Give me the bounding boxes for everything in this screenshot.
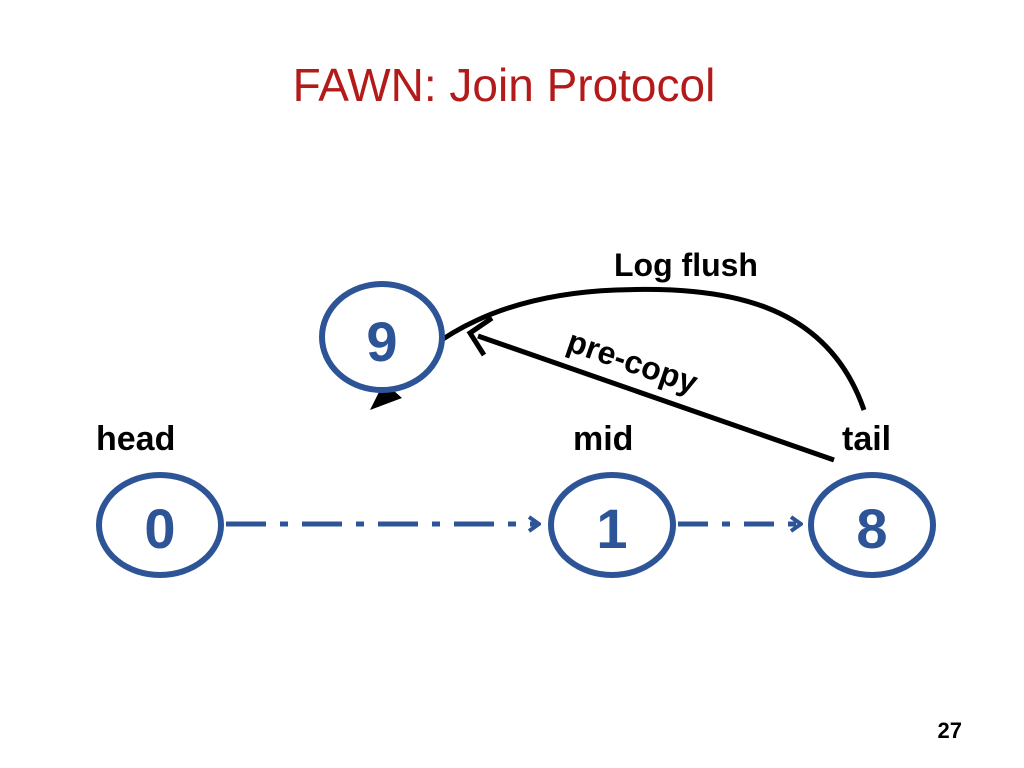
node-0-label: 0 (144, 497, 175, 560)
tail-label: tail (842, 420, 891, 458)
mid-label: mid (573, 420, 633, 458)
slide-title: FAWN: Join Protocol (292, 59, 716, 111)
node-0: 0 (96, 472, 224, 578)
node-8: 8 (808, 472, 936, 578)
node-1-label: 1 (596, 497, 627, 560)
pre-copy-arrow (466, 315, 835, 463)
log-flush-label: Log flush (614, 247, 758, 283)
node-1: 1 (548, 472, 676, 578)
node-8-label: 8 (856, 497, 887, 560)
node-9: 9 (319, 281, 445, 393)
page-number: 27 (937, 718, 962, 743)
node-9-label: 9 (366, 310, 397, 373)
head-label: head (96, 420, 175, 458)
